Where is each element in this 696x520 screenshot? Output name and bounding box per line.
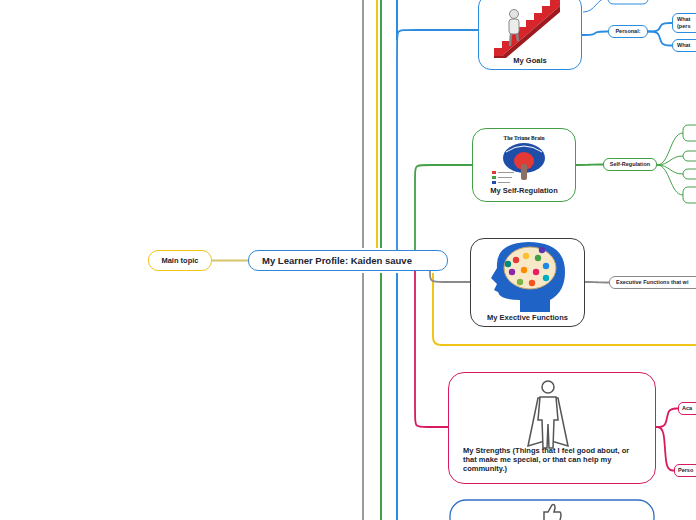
branch-line — [362, 0, 364, 248]
brain-dot — [539, 247, 545, 253]
branch-line — [380, 0, 382, 248]
node-text: My Self-Regulation — [490, 186, 558, 195]
child-line — [657, 156, 683, 165]
branch-lines — [363, 0, 696, 520]
cut-box — [683, 151, 696, 161]
person-legs — [510, 34, 518, 46]
branch-line — [376, 0, 378, 248]
node-text: Executive Functions that wi — [616, 279, 688, 286]
legend-lines — [498, 173, 514, 183]
subtopic-box: Perso — [674, 464, 696, 477]
legend-chip — [492, 181, 496, 184]
topic-card: My Exective Functions — [470, 238, 585, 327]
stairs-side — [494, 6, 560, 58]
hero-illustration — [528, 381, 568, 448]
thumbs-up-icon — [544, 504, 561, 520]
legend-chip — [492, 176, 496, 179]
brain-dot — [505, 261, 511, 267]
child-line — [657, 133, 683, 165]
node-text: My Goals — [513, 56, 546, 65]
brain-dot — [509, 269, 515, 275]
staircase-illustration — [494, 0, 560, 58]
person-body — [509, 19, 519, 34]
branch-line — [362, 273, 364, 520]
branch-connector — [656, 427, 674, 471]
subtopic-box: Executive Functions that wi — [609, 276, 696, 289]
node-text: Aca — [682, 405, 692, 412]
branch-connector — [648, 23, 672, 32]
branch-connector — [430, 271, 470, 282]
triune-brain-illustration — [492, 143, 545, 184]
brain-dot — [543, 275, 549, 281]
branch-line — [380, 273, 382, 520]
brain-dot — [535, 255, 541, 261]
brain-dot — [521, 267, 527, 273]
topic-card: My Goals — [478, 0, 582, 70]
brain-stem — [521, 164, 527, 180]
brain-highlight — [506, 146, 542, 152]
branch-connector — [415, 271, 448, 427]
cut-box — [683, 169, 696, 179]
head-silhouette — [491, 242, 565, 312]
node-text: My Exective Functions — [487, 313, 568, 322]
node-text: Personal: — [615, 28, 640, 35]
node-text: My Strengths (Things that I feel good ab… — [463, 446, 639, 473]
cut-box — [683, 187, 696, 203]
subtopic-box: Self-Regulation — [603, 158, 657, 171]
central-topic-box: My Learner Profile: Kaiden sauve — [248, 250, 448, 271]
branch-line — [396, 273, 398, 520]
node-text: Perso — [678, 467, 693, 474]
image-caption: The Triune Brain — [503, 135, 544, 141]
cut-topic-box — [450, 500, 654, 520]
node-text: My Learner Profile: Kaiden sauve — [262, 255, 412, 266]
hero-body — [538, 397, 558, 448]
brain-dot — [533, 269, 539, 275]
child-line — [657, 165, 683, 195]
branch-connector — [212, 260, 248, 262]
brain-dot — [523, 253, 529, 259]
node-text: What (pers — [677, 16, 696, 29]
topic-card: My Strengths (Things that I feel good ab… — [448, 372, 656, 484]
child-line — [583, 0, 608, 12]
branch-connector — [576, 164, 603, 166]
branch-connector — [656, 409, 678, 428]
subtopic-box: What (pers — [672, 13, 696, 33]
branch-line — [433, 273, 696, 345]
subtopic-box: Personal: — [608, 25, 648, 38]
topic-box: Main topic — [148, 250, 212, 271]
node-text: Self-Regulation — [610, 161, 650, 168]
connectors — [212, 23, 678, 471]
branch-connector — [415, 165, 472, 250]
node-text: What — [677, 42, 690, 49]
node-text: Main topic — [161, 256, 198, 265]
subtopic-box: What — [672, 39, 696, 52]
brain-dot — [529, 280, 535, 286]
stairs — [494, 0, 560, 56]
person-head — [510, 10, 519, 19]
legend-chip — [492, 171, 496, 174]
brain-dot — [517, 279, 523, 285]
brain-dot — [543, 263, 549, 269]
cut-box — [683, 125, 696, 141]
cut-branches — [450, 0, 696, 520]
subtopic-box: Aca — [678, 402, 696, 415]
branch-connector — [397, 30, 478, 250]
branch-connector — [585, 281, 609, 283]
hero-head — [542, 381, 554, 393]
brain-dot — [513, 257, 519, 263]
brain-shape — [504, 247, 556, 289]
branch-connector — [648, 32, 672, 46]
branch-connector — [582, 32, 608, 36]
cut-box — [608, 0, 648, 4]
head-illustration — [491, 242, 565, 312]
